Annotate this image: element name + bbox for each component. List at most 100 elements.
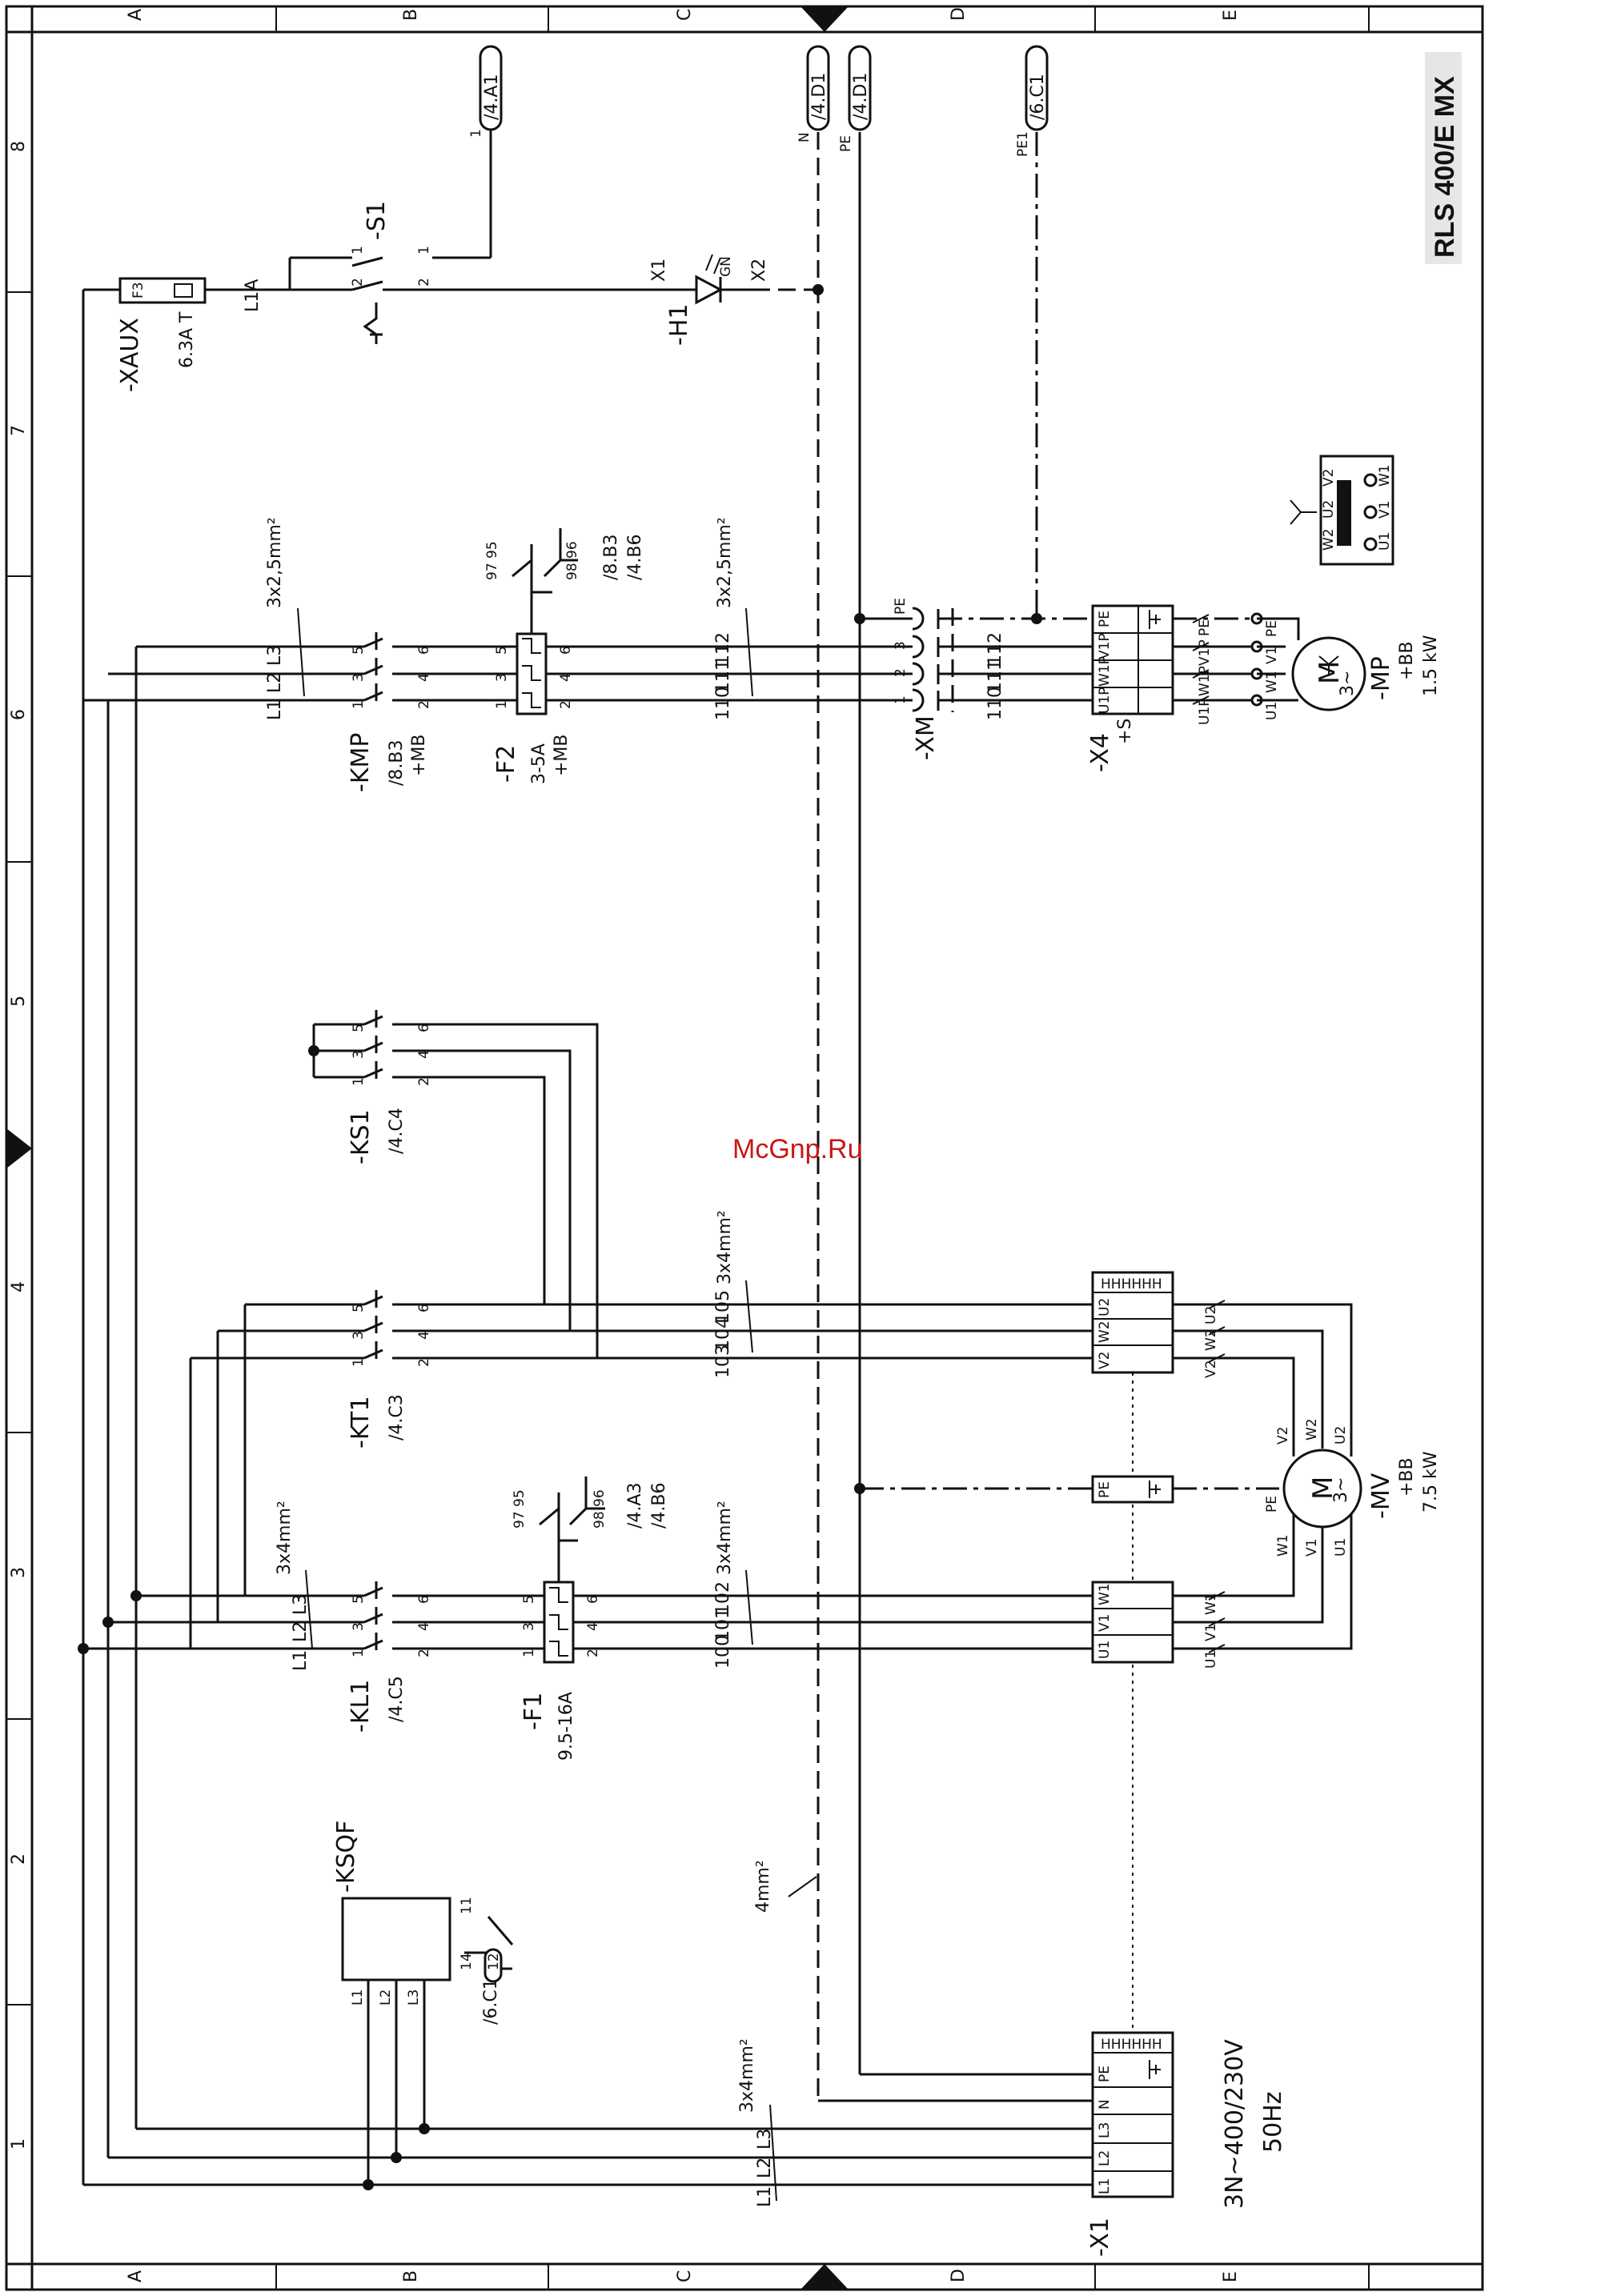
f1-c2: 2 bbox=[585, 1649, 601, 1657]
relay-ksqf: L1 L2 L3 11 14 12 /6.C1 -KSQF bbox=[332, 1821, 514, 2185]
x4-w: W1P bbox=[1097, 656, 1113, 687]
kl1-c4: 4 bbox=[416, 1622, 432, 1631]
switch-tag: -S1 bbox=[363, 201, 391, 240]
col-a: A bbox=[126, 9, 146, 21]
f1-c3: 3 bbox=[521, 1622, 537, 1631]
f1-range: 9.5-16A bbox=[556, 1692, 576, 1761]
pump-l3: L3 bbox=[265, 645, 285, 666]
xblk2-u2: U2 bbox=[1097, 1298, 1113, 1316]
kt1-c3: 3 bbox=[351, 1331, 367, 1340]
n-section: 4mm² bbox=[753, 1860, 773, 1913]
star-w1: W1 bbox=[1377, 464, 1393, 487]
contactor-ks1: 1 2 3 4 5 6 -KS1 /4.C4 bbox=[308, 1010, 599, 1358]
switch-t2: 2 bbox=[350, 278, 366, 286]
f1-ref1: /4.A3 bbox=[625, 1483, 645, 1529]
w102: 102 bbox=[713, 1581, 733, 1615]
mv-t-v1: V1 bbox=[1203, 1624, 1219, 1641]
w111-b: 111 bbox=[985, 659, 1005, 693]
sheet-frame bbox=[5, 5, 1484, 2291]
w112-b: 112 bbox=[985, 632, 1005, 666]
row-numbers: 8 7 6 5 4 3 2 1 bbox=[9, 141, 29, 2150]
f2-c1: 1 bbox=[494, 700, 510, 709]
row-2: 2 bbox=[9, 1853, 29, 1865]
terminal-pe-mv: PE bbox=[854, 1475, 1279, 1504]
kmp-c1: 1 bbox=[351, 700, 367, 709]
kt1-ref: /4.C3 bbox=[387, 1394, 407, 1441]
lamp-color: GN bbox=[718, 256, 734, 277]
star-w2: W2 bbox=[1321, 528, 1337, 551]
mv-t-u1: U1 bbox=[1203, 1650, 1219, 1669]
star-v1: V1 bbox=[1377, 501, 1393, 519]
f1-aux1: 97 95 bbox=[512, 1489, 528, 1529]
mp-u1: U1 bbox=[1264, 702, 1280, 720]
motor-mp: M 3~ -MP +BB 1.5 kW bbox=[1291, 635, 1441, 711]
row-6: 6 bbox=[9, 709, 29, 720]
watermark: McGnp.Ru bbox=[732, 1134, 863, 1164]
supply-line2: 50Hz bbox=[1259, 2092, 1287, 2153]
star-connection-diagram: W2 U2 V2 U1 V1 W1 bbox=[1290, 455, 1394, 566]
supply-l2: L2 bbox=[755, 2158, 775, 2178]
kt1-c4: 4 bbox=[416, 1331, 432, 1340]
terminal-x1: HHHHHH PE N L3 L2 L1 -X1 bbox=[1086, 2031, 1174, 2257]
supply-line1: 3N~400/230V bbox=[1221, 2039, 1249, 2209]
fuse-wire: L1A bbox=[243, 279, 263, 312]
x1-pe: PE bbox=[1097, 2066, 1113, 2082]
f2-c5: 5 bbox=[494, 646, 510, 655]
motor-mv: M 3~ PE V2 W2 U2 W1 V1 U1 -MV +BB 7.5 kW bbox=[1264, 1418, 1441, 1557]
f2-aux1: 97 95 bbox=[484, 541, 500, 580]
kt1-tag: -KT1 bbox=[347, 1396, 375, 1449]
star-v2: V2 bbox=[1321, 469, 1337, 487]
column-letters-top: A B C D E bbox=[126, 7, 1241, 21]
lamp-x1: X1 bbox=[649, 258, 669, 282]
kmp-c4: 4 bbox=[416, 673, 432, 682]
ksqf-c11: 11 bbox=[459, 1897, 475, 1914]
x4-pe: PE bbox=[1097, 611, 1113, 627]
mv-out-section: 3x4mm² bbox=[715, 1501, 735, 1575]
star-u1: U1 bbox=[1377, 532, 1393, 551]
supply-rating: 3N~400/230V 50Hz bbox=[1221, 2039, 1287, 2209]
col-b: B bbox=[401, 9, 421, 21]
kmp-c6: 6 bbox=[416, 646, 432, 655]
mp-ph: 3~ bbox=[1338, 671, 1358, 696]
mp-w: W1P bbox=[1197, 666, 1213, 696]
supply-lines: L1 L2 L3 3x4mm² bbox=[83, 647, 1093, 2207]
mp-v1: V1 bbox=[1264, 647, 1280, 664]
kl1-tag: -KL1 bbox=[347, 1680, 375, 1733]
pump-in-section: 3x2,5mm² bbox=[265, 517, 285, 608]
net-pe1: PE1 bbox=[1015, 131, 1031, 157]
star-u2: U2 bbox=[1321, 500, 1337, 519]
fuse-ref: F3 bbox=[130, 282, 146, 299]
f2-c6: 6 bbox=[558, 646, 574, 655]
pump-circuit: L1 L2 L3 3x2,5mm² 1 2 3 4 5 6 -KMP /8.B3… bbox=[83, 455, 1441, 792]
col-c-bottom: C bbox=[675, 2270, 695, 2282]
col-d-bottom: D bbox=[949, 2269, 969, 2282]
kmp-c5: 5 bbox=[351, 646, 367, 655]
xm-p2: 2 bbox=[893, 668, 909, 677]
column-letters-bottom: A B C D E bbox=[126, 2269, 1241, 2282]
f2-loc: +MB bbox=[552, 734, 572, 776]
x4-loc: +S bbox=[1115, 719, 1135, 744]
mp-u: U1P bbox=[1197, 698, 1213, 725]
xm-pe: PE bbox=[893, 598, 909, 615]
pump-l2: L2 bbox=[265, 672, 285, 693]
w110: 110 bbox=[713, 687, 733, 720]
xblk2-pe: PE bbox=[1097, 1481, 1113, 1498]
ksqf-l2: L2 bbox=[378, 1989, 394, 2005]
fuse-tag: -XAUX bbox=[116, 318, 144, 392]
xm-p3: 3 bbox=[893, 641, 909, 650]
kt1-c1: 1 bbox=[351, 1358, 367, 1367]
col-c: C bbox=[675, 9, 695, 21]
ref-a1-one: 1 bbox=[468, 129, 484, 138]
x1-l2: L2 bbox=[1097, 2150, 1113, 2166]
ks1-c6: 6 bbox=[416, 1024, 432, 1032]
kl1-c2: 2 bbox=[416, 1649, 432, 1657]
lamp-x2: X2 bbox=[749, 258, 769, 282]
xblk2-v1: V1 bbox=[1097, 1614, 1113, 1632]
mv-loc: +BB bbox=[1397, 1457, 1417, 1497]
pump-out-section: 3x2,5mm² bbox=[715, 517, 735, 608]
kmp-ref2: +MB bbox=[409, 734, 429, 776]
xblk2-v2: V2 bbox=[1097, 1352, 1113, 1369]
col-d: D bbox=[949, 7, 969, 21]
terminal-block-delta: HHHHHH U2 W2 V2 bbox=[1091, 1271, 1174, 2033]
kt1-c5: 5 bbox=[351, 1304, 367, 1312]
